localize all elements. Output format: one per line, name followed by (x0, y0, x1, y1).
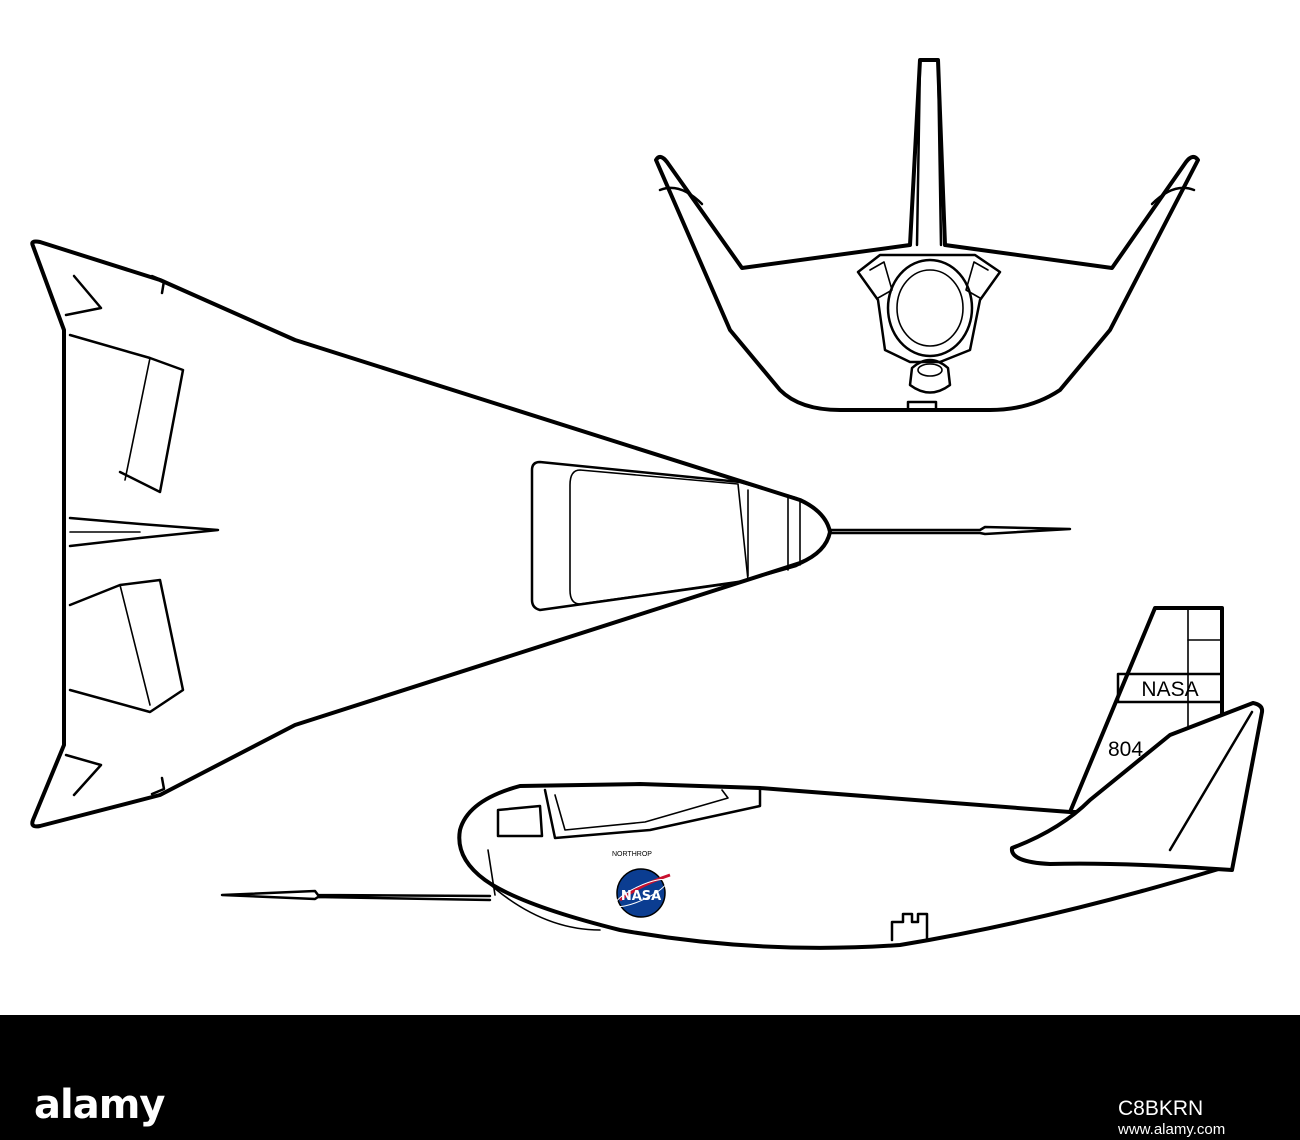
front-tip-right (1150, 186, 1196, 206)
wingtip-upper (64, 274, 103, 317)
side-wing (1009, 701, 1265, 872)
tail-marking-box (1116, 672, 1224, 704)
front-skid (906, 400, 938, 412)
side-windscreen (496, 804, 544, 838)
side-belly-line (484, 879, 601, 931)
front-cockpit-side-l (869, 261, 893, 299)
top-center-fin (68, 516, 220, 548)
side-canopy (543, 788, 762, 840)
top-view-outline (30, 239, 832, 829)
elevon-upper (68, 333, 185, 494)
tail-marking: NASA (1141, 678, 1198, 701)
watermark-footer: alamy C8BKRN www.alamy.com (0, 1015, 1300, 1140)
front-nose (908, 358, 952, 394)
top-view (30, 239, 1072, 829)
elevon-lower-hinge (119, 584, 151, 706)
top-canopy (530, 460, 832, 612)
maker-marking: NORTHROP (612, 851, 652, 858)
top-notch-lower (150, 776, 166, 796)
front-tip-left (658, 186, 704, 206)
insignia-text: NASA (621, 889, 661, 904)
front-canopy-outer (886, 258, 974, 358)
footer-logo: alamy (34, 1082, 165, 1128)
front-cockpit-frame (856, 253, 1002, 364)
elevon-upper-hinge (124, 357, 151, 481)
wingtip-lower (64, 753, 103, 797)
front-fin-left (915, 60, 922, 247)
front-nose-tip (917, 363, 943, 377)
side-wing-inner (1168, 710, 1254, 852)
footer-image-id: C8BKRN (1118, 1097, 1204, 1120)
front-cockpit-side-r (965, 261, 989, 299)
side-landing-skid (890, 912, 929, 942)
tail-number: 804 (1108, 738, 1143, 761)
side-view: NASA 804 NORTHROP NASA (220, 606, 1265, 950)
side-pitot-probe (220, 889, 492, 902)
nasa-insignia-icon: NASA (614, 868, 671, 918)
front-canopy-inner (896, 269, 964, 347)
front-view-outline (654, 58, 1200, 412)
front-fin-right (936, 60, 943, 247)
elevon-lower (68, 578, 185, 714)
three-view-drawing: NASA 804 NORTHROP NASA (30, 58, 1265, 950)
top-canopy-inner (569, 469, 749, 605)
top-pitot-probe (828, 525, 1072, 536)
side-canopy-inner (554, 789, 729, 831)
footer-site: www.alamy.com (1118, 1121, 1226, 1138)
top-notch-upper (150, 274, 166, 295)
front-view (654, 58, 1200, 412)
